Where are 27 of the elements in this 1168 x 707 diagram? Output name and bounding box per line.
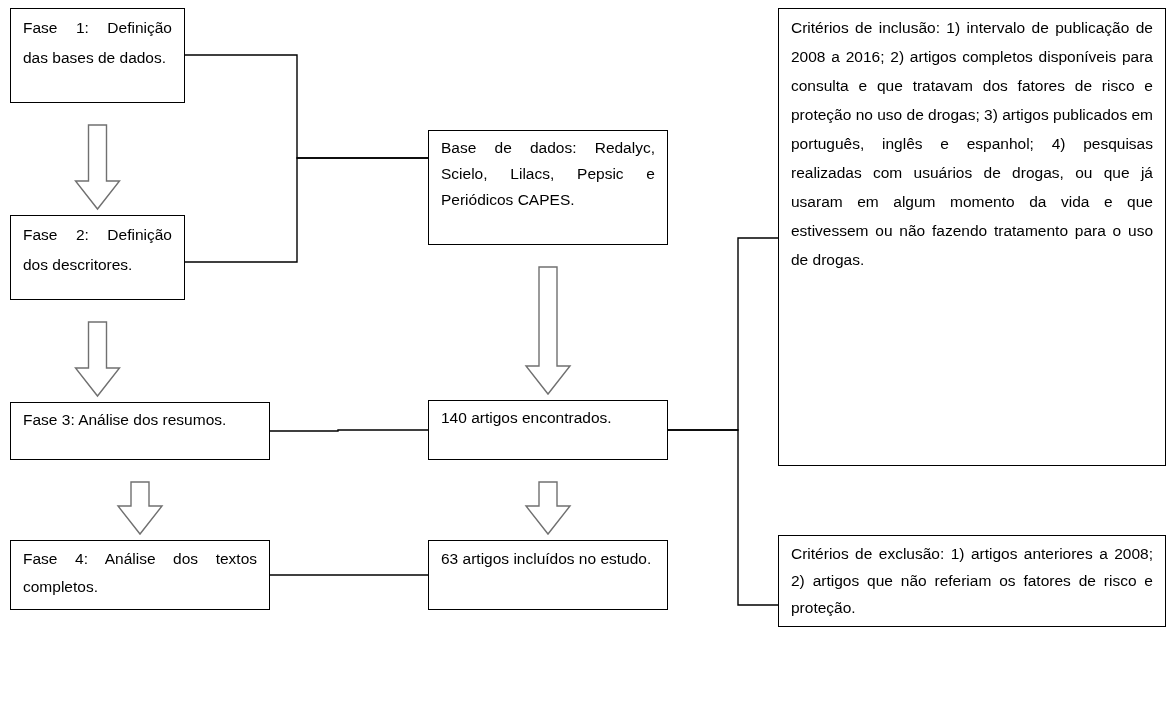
process-box <box>428 130 668 245</box>
box-text: Critérios de exclusão: 1) artigos anteriores a 2008; 2) artigos que não referiam os fatores de risco e proteção. <box>791 544 1153 618</box>
box-text: 63 artigos incluídos no estudo. <box>441 549 653 569</box>
process-box <box>778 8 1166 466</box>
process-box <box>10 215 185 300</box>
process-box <box>428 540 668 610</box>
box-text: Fase 4: Análise dos textos completos. <box>23 549 257 597</box>
box-text: Fase 2: Definição dos descritores. <box>23 225 172 275</box>
box-text: Critérios de inclusão: 1) intervalo de publicação de 2008 a 2016; 2) artigos completos disponíveis para consulta e que tratavam dos fatores de risco e proteção no uso de drogas; 3) artigos publicados em português, inglês e espanhol; 4) pesquisas realizadas com usuários de drogas, ou que já usaram em algum momento da vida e que estivessem ou não fazendo tratamento para o uso de drogas. <box>791 18 1153 270</box>
box-text: Fase 3: Análise dos resumos. <box>23 410 228 430</box>
process-box <box>10 8 185 103</box>
process-box <box>778 535 1166 627</box>
connector-line <box>269 574 429 576</box>
block-arrow <box>524 481 572 536</box>
connector-line <box>184 157 429 263</box>
box-text: Fase 1: Definição das bases de dados. <box>23 18 172 68</box>
connector-line <box>667 429 779 606</box>
block-arrow <box>524 266 572 396</box>
process-box <box>428 400 668 460</box>
block-arrow <box>74 124 121 211</box>
connector-line <box>269 429 429 432</box>
box-text: Base de dados: Redalyc, Scielo, Lilacs, Pepsic e Periódicos CAPES. <box>441 138 655 210</box>
process-box <box>10 402 270 460</box>
box-text: 140 artigos encontrados. <box>441 408 613 428</box>
block-arrow <box>74 321 121 398</box>
process-box <box>10 540 270 610</box>
block-arrow <box>116 481 164 536</box>
